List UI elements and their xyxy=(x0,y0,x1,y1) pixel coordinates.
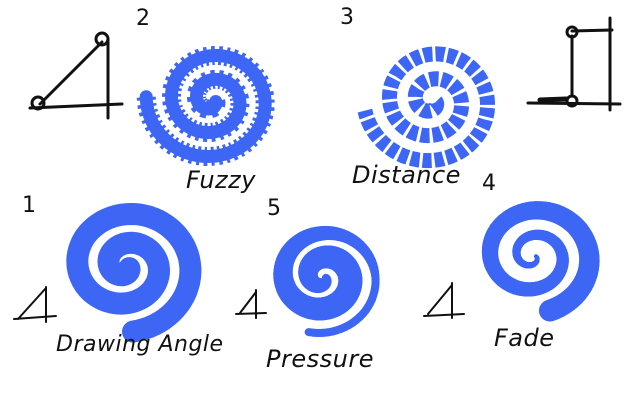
drawing-angle-label: Drawing Angle xyxy=(56,332,224,357)
drawing-angle-number: 1 xyxy=(22,193,36,218)
distance-number: 3 xyxy=(340,5,354,30)
pressure-number: 5 xyxy=(267,196,281,221)
rotation-pivot-icon xyxy=(526,16,622,112)
fade-spiral xyxy=(481,201,600,322)
distance-spiral xyxy=(357,46,495,169)
spiral-drawing-stroke xyxy=(66,203,202,343)
angle-triangle-icon xyxy=(28,31,124,120)
fuzzy-number: 2 xyxy=(136,6,150,31)
spiral-fuzzy-stroke xyxy=(136,46,275,166)
fade-number: 4 xyxy=(482,171,496,196)
fuzzy-spiral xyxy=(136,46,275,166)
drawing-angle-triangle-icon xyxy=(13,286,57,323)
fuzzy-label: Fuzzy xyxy=(186,166,256,194)
spiral-fade-segment xyxy=(538,297,566,322)
distance-label: Distance xyxy=(352,161,461,189)
pressure-triangle-icon xyxy=(235,289,267,319)
spiral-pressure-segment xyxy=(304,328,318,337)
pressure-label: Pressure xyxy=(266,345,374,373)
fade-label: Fade xyxy=(494,324,555,352)
spiral-distance-stroke xyxy=(357,46,495,169)
drawing-angle-spiral xyxy=(66,203,202,343)
pressure-spiral xyxy=(273,225,380,337)
fade-triangle-icon xyxy=(423,282,465,319)
